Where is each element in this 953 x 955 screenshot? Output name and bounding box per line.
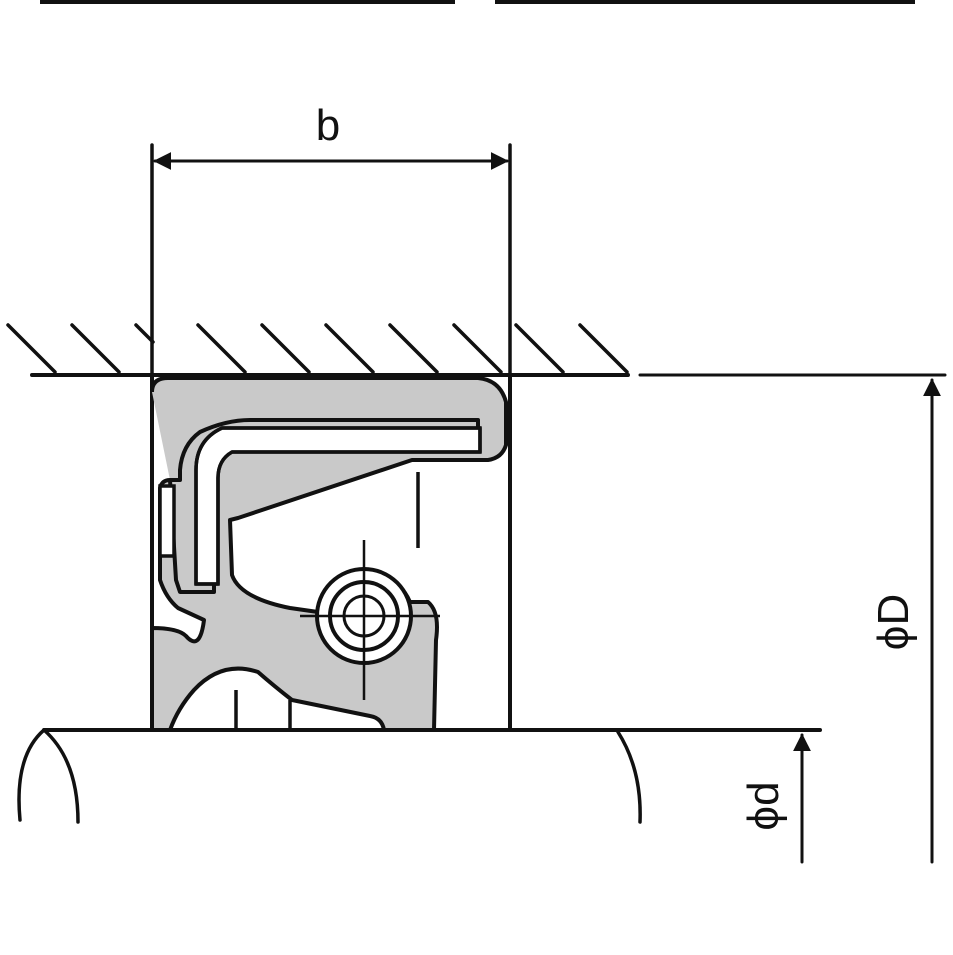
housing-hatching [6,323,947,377]
lip-details [234,472,420,728]
outer-diameter-label: ϕD [869,594,918,650]
metal-insert-outline [194,426,482,586]
seal-body [150,376,508,732]
side-window [158,484,176,558]
width-dimension: b [150,101,512,377]
width-label: b [316,101,340,150]
shaft-diameter-dimension: ϕd [739,733,811,864]
outer-diameter-dimension: ϕD [869,378,941,864]
spring-centerlines [300,540,440,700]
shaft [17,728,822,824]
shaft-diameter-label: ϕd [739,781,788,830]
